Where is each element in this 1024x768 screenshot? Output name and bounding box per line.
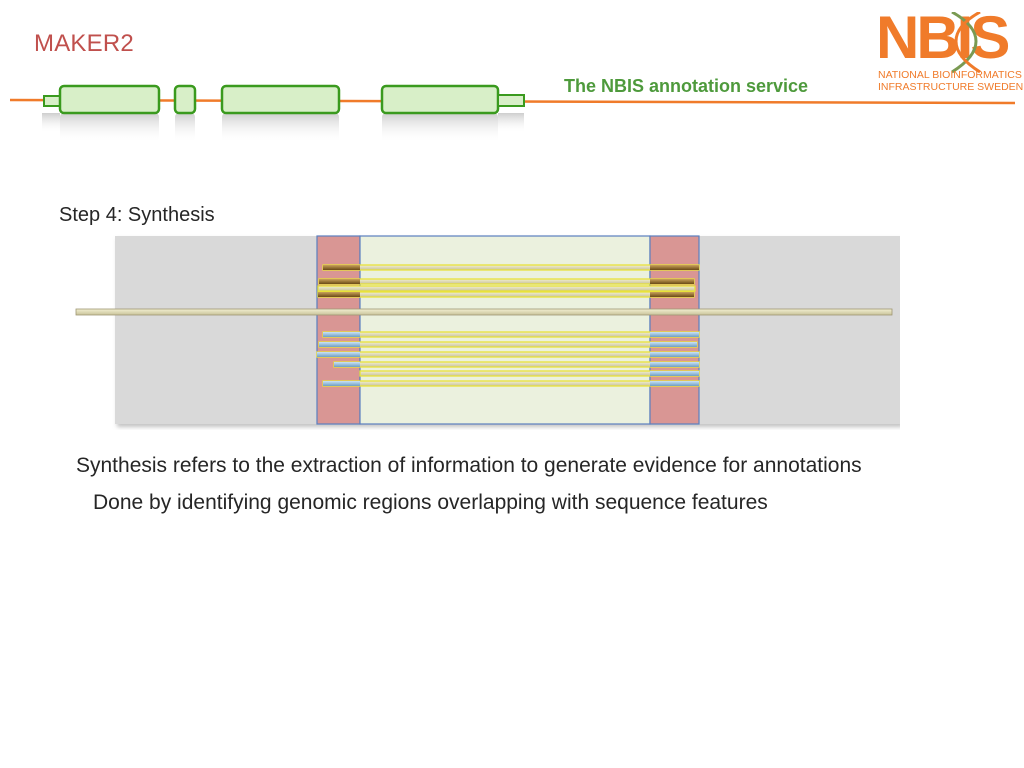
upper-feature-end <box>323 265 360 270</box>
gene-model-graphic <box>9 84 1016 143</box>
exon-1 <box>58 84 161 115</box>
upper-feature <box>317 291 695 298</box>
exon-2 <box>173 84 197 115</box>
lower-feature-end <box>650 332 699 337</box>
upper-features <box>317 264 700 298</box>
overlap-band-left <box>316 235 361 425</box>
logo-line-1: NATIONAL BIOINFORMATICS <box>878 69 1022 81</box>
synthesis-diagram <box>75 235 900 425</box>
lower-feature <box>322 380 700 387</box>
overlap-band-right <box>649 235 700 425</box>
upper-feature-end <box>650 279 694 284</box>
lower-feature <box>318 341 698 348</box>
upper-feature-end <box>319 279 360 284</box>
dna-helix-icon <box>951 12 981 74</box>
nbis-logo: NBIS NATIONAL BIOINFORMATICS INFRASTRUCT… <box>874 4 1024 96</box>
lower-feature-end <box>650 352 699 357</box>
overlap-band-center <box>359 235 651 425</box>
lower-feature-end <box>650 342 697 347</box>
exon-4 <box>380 84 500 115</box>
slide-subtitle: The NBIS annotation service <box>564 76 809 96</box>
lower-feature <box>359 370 700 377</box>
genomic-sequence <box>75 308 893 316</box>
lower-feature-end <box>650 362 699 367</box>
body-text-line-2: Done by identifying genomic regions over… <box>93 491 768 514</box>
lower-feature-end <box>323 332 360 337</box>
lower-feature <box>316 351 700 358</box>
logo-wordmark: NBIS <box>876 4 1010 71</box>
upper-feature <box>318 278 695 285</box>
upper-feature-end <box>318 292 360 297</box>
upper-feature-end <box>650 292 694 297</box>
upper-feature <box>322 264 700 271</box>
utr-3prime <box>497 94 525 107</box>
lower-feature-end <box>323 381 360 386</box>
exon-3 <box>220 84 341 115</box>
lower-feature-end <box>650 381 699 386</box>
logo-line-2: INFRASTRUCTURE SWEDEN <box>878 81 1024 93</box>
lower-feature-end <box>650 371 699 376</box>
upper-feature-end <box>650 265 699 270</box>
lower-feature-end <box>334 362 360 367</box>
body-text-line-1: Synthesis refers to the extraction of in… <box>76 454 862 477</box>
lower-feature <box>333 361 700 368</box>
lower-features <box>316 331 700 387</box>
slide-title: MAKER2 <box>34 30 134 57</box>
lower-feature-end <box>317 352 360 357</box>
upper-feature <box>317 285 696 292</box>
lower-feature <box>322 331 700 338</box>
step-label: Step 4: Synthesis <box>59 204 215 226</box>
lower-feature-end <box>319 342 360 347</box>
